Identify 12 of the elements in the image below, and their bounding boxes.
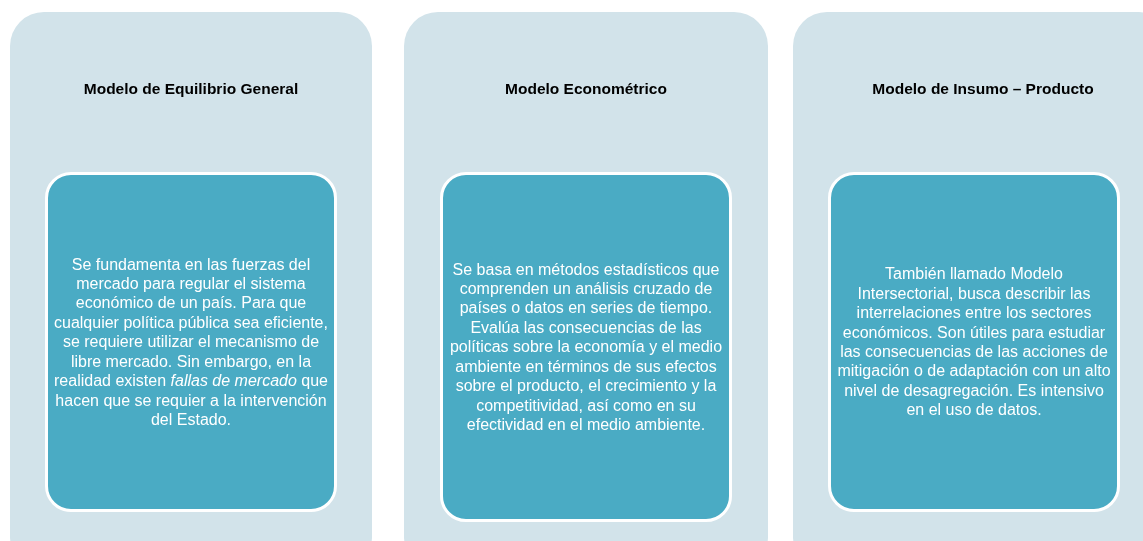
model-panel [404, 12, 768, 541]
model-title: Modelo de Equilibrio General [82, 80, 300, 98]
model-panel [793, 12, 1143, 541]
model-title: Modelo Econométrico [504, 80, 668, 98]
description-card [440, 172, 732, 522]
description-text: Se fundamenta en las fuerzas del mercado para regular el sistema económico de un país. Para que cualquier política pública sea eficiente, se requiere utilizar el mecanismo de libre mercado. Sin embargo, en la realidad existen fallas de mercado que hacen que se requier a la intervención del Estado. [53, 254, 329, 430]
model-title: Modelo de Insumo – Producto [871, 80, 1095, 98]
description-card [828, 172, 1120, 512]
description-card [45, 172, 337, 512]
model-panel [10, 12, 372, 541]
description-text: Se basa en métodos estadísticos que comprenden un análisis cruzado de países o datos en series de tiempo. Evalúa las consecuencias de las políticas sobre la economía y el medio ambiente en términos de sus efectos sobre el producto, el crecimiento y la competitividad, así como en su efectividad en el medio ambiente. [448, 259, 724, 435]
description-text: También llamado Modelo Intersectorial, busca describir las interrelaciones entre los sectores económicos. Son útiles para estudiar las consecuencias de las acciones de mitigación o de adaptación con un alto nivel de desagregación. Es intensivo en el uso de datos. [836, 264, 1112, 420]
